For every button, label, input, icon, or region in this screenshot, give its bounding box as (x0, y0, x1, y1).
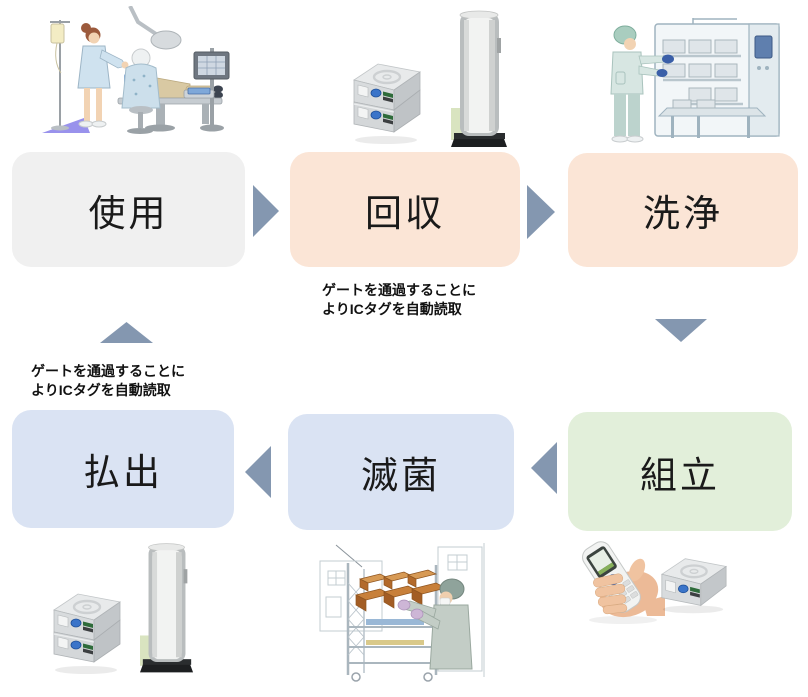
container-stack-photo (53, 593, 122, 674)
iv-stand (50, 20, 70, 131)
arrow-dispense-to-use-icon (100, 322, 153, 343)
gate-note-collect-line1: ゲートを通過することに (322, 282, 476, 298)
arrow-collect-to-wash-icon (527, 185, 555, 239)
gate-note-collect-line2: よりICタグを自動読取 (322, 301, 462, 317)
clinical-use-scene-illustration (42, 6, 230, 134)
arrow-use-to-collect-icon (253, 185, 279, 237)
sterilized-tray-stack (354, 569, 448, 612)
step-label-wash: 洗浄 (643, 193, 723, 234)
sterile-container-bottom (53, 619, 121, 663)
gate-note-dispense-line2: よりICタグを自動読取 (31, 382, 171, 398)
handheld-reader-in-hand-photo (582, 541, 665, 624)
washer-loading-scene-illustration (610, 18, 780, 143)
surgeon-figure (121, 48, 161, 134)
single-container-photo (660, 558, 728, 614)
step-label-collect: 回収 (365, 192, 445, 234)
sterilizer-operator-figure (397, 578, 473, 670)
sterile-container (660, 558, 728, 607)
sterilizer-room-background (319, 543, 485, 677)
washer-operator-figure (610, 25, 674, 143)
monitor-cart (183, 48, 230, 132)
step-box-wash: 洗浄 (568, 153, 798, 267)
arrow-sterilize-to-dispense-icon (245, 446, 271, 498)
sterile-container-top (353, 63, 422, 111)
sterile-container-bottom (353, 89, 421, 133)
step-label-sterilize: 滅菌 (361, 455, 441, 496)
step-box-use: 使用 (12, 152, 245, 267)
gate-note-dispense: ゲートを通過することに よりICタグを自動読取 (31, 362, 185, 400)
rfid-gate-tower-photo (140, 543, 194, 673)
nurse-figure (77, 23, 129, 128)
rfid-gate-tower-photo (451, 10, 507, 147)
sterilizer-loading-scene-illustration (319, 543, 485, 682)
step-box-sterilize: 滅菌 (288, 414, 514, 530)
step-box-collect: 回収 (290, 152, 520, 267)
step-label-assemble: 組立 (640, 454, 720, 496)
sterile-container-top (53, 593, 122, 641)
step-box-assemble: 組立 (568, 412, 792, 531)
gate-note-collect: ゲートを通過することに よりICタグを自動読取 (322, 281, 476, 319)
fingers (593, 573, 628, 615)
gate-note-dispense-line1: ゲートを通過することに (31, 363, 185, 379)
step-label-use: 使用 (88, 192, 169, 234)
step-label-dispense: 払出 (83, 452, 163, 493)
arrow-assemble-to-sterilize-icon (531, 442, 557, 494)
arrow-wash-to-assemble-icon (655, 319, 707, 342)
container-stack-photo (353, 63, 422, 144)
surgical-light (128, 6, 182, 50)
step-box-dispense: 払出 (12, 410, 234, 528)
washer-machine (654, 18, 780, 138)
